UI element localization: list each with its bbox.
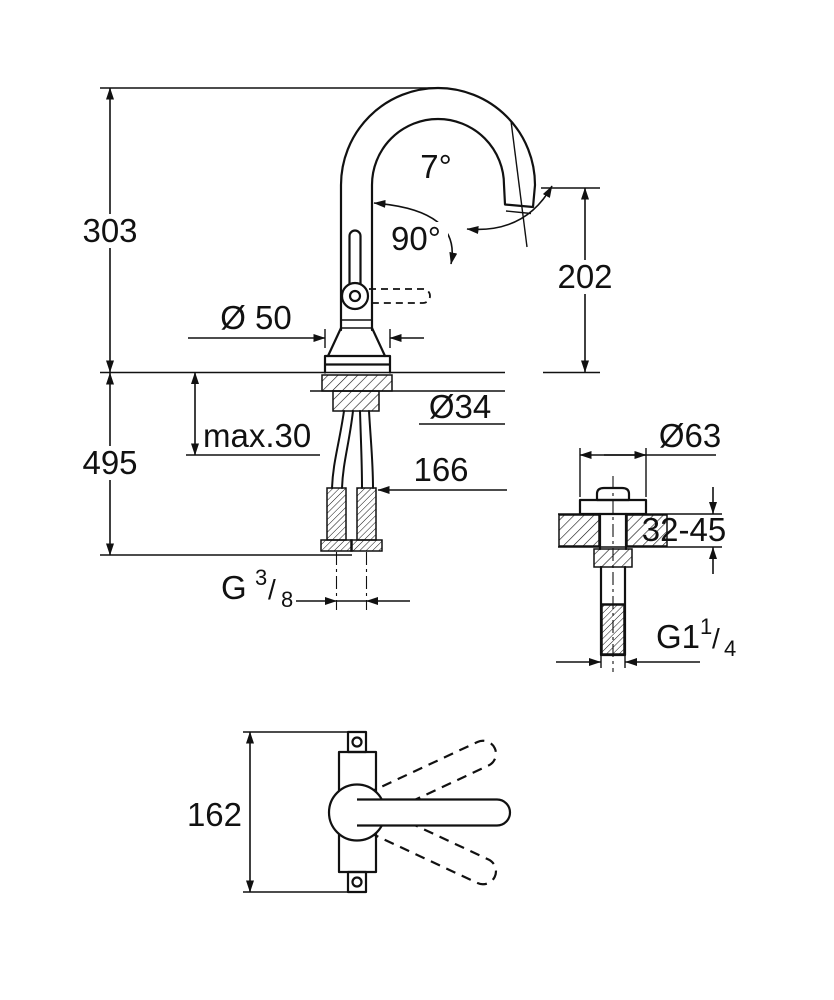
label-supply-thread-denominator: 8 xyxy=(281,587,293,612)
label-supply-thread-slash: / xyxy=(268,574,276,605)
drain-body-through-counter xyxy=(598,512,628,551)
base-flange xyxy=(323,354,392,374)
label-bg xyxy=(554,260,617,294)
hose-connector-left xyxy=(326,487,347,541)
angle-label-handle: 90° xyxy=(391,220,441,257)
hose-connector-right xyxy=(356,487,377,541)
label-bg xyxy=(385,222,448,254)
label-max-deck-thickness: max.30 xyxy=(203,417,311,454)
tab-hole-bottom xyxy=(351,876,363,888)
base-flare xyxy=(326,326,387,358)
drain-tailpiece xyxy=(599,565,627,657)
dim-label-drain-diameter: Ø63 xyxy=(659,417,721,454)
spout-angle-arc xyxy=(466,185,553,234)
aerator-line xyxy=(505,210,532,215)
lever-handle-up xyxy=(348,229,362,286)
drain-cap xyxy=(595,486,631,502)
faucet-side-view: 303 495 202 7° 90° Ø 50 Ø34 max.30 166 G… xyxy=(80,86,617,612)
dim-label-total-height: 303 xyxy=(82,212,137,249)
label-bg xyxy=(80,446,141,480)
handle-angle-arc xyxy=(373,199,458,265)
drain-locknut xyxy=(593,548,633,568)
label-bg xyxy=(80,214,141,248)
label-supply-thread-numerator: 3 xyxy=(255,565,267,590)
faucet-spout-outline xyxy=(339,86,537,332)
mounting-tab-top xyxy=(346,730,368,754)
dim-label-deck-range: 32-45 xyxy=(642,511,726,548)
counter-section-left xyxy=(558,514,600,547)
mounting-tab-bottom xyxy=(346,870,368,894)
supply-hoses xyxy=(331,410,374,489)
angle-label-spout: 7° xyxy=(420,148,452,185)
dim-label-handle-length: 162 xyxy=(187,796,242,833)
hose-end-right xyxy=(350,539,383,552)
hole-diameter-leader-lines xyxy=(310,390,505,425)
drain-counter-lines xyxy=(558,513,668,548)
handle-pivot-inner xyxy=(348,289,362,303)
drain-assembly-view: Ø63 32-45 G1 1 / 4 xyxy=(556,417,736,672)
gasket-section xyxy=(321,374,393,392)
label-drain-thread-numerator: 1 xyxy=(700,614,712,639)
label-supply-thread-prefix: G xyxy=(221,569,247,606)
dim-label-spout-height: 202 xyxy=(557,258,612,295)
dim-label-under-counter: 495 xyxy=(82,444,137,481)
handle-length-extension-lines xyxy=(243,731,352,893)
label-drain-thread-slash: / xyxy=(712,623,720,654)
lever-solid-top-view xyxy=(357,798,512,827)
tailpiece-threads xyxy=(601,604,625,655)
handle-pivot-outer xyxy=(340,281,370,311)
label-drain-thread-denominator: 4 xyxy=(724,636,736,661)
dim-label-base-diameter: Ø 50 xyxy=(220,299,292,336)
label-drain-thread-prefix: G1 xyxy=(656,618,700,655)
handle-top-view: 162 xyxy=(187,730,512,894)
riser-joint-lines xyxy=(341,319,372,329)
mounting-nut-section xyxy=(332,390,380,412)
tab-hole-top xyxy=(351,736,363,748)
dim-label-spout-reach: 166 xyxy=(413,451,468,488)
hose-end-left xyxy=(320,539,353,552)
dim-label-hole-diameter: Ø34 xyxy=(429,388,491,425)
lever-handle-horizontal-dashed xyxy=(369,288,431,304)
